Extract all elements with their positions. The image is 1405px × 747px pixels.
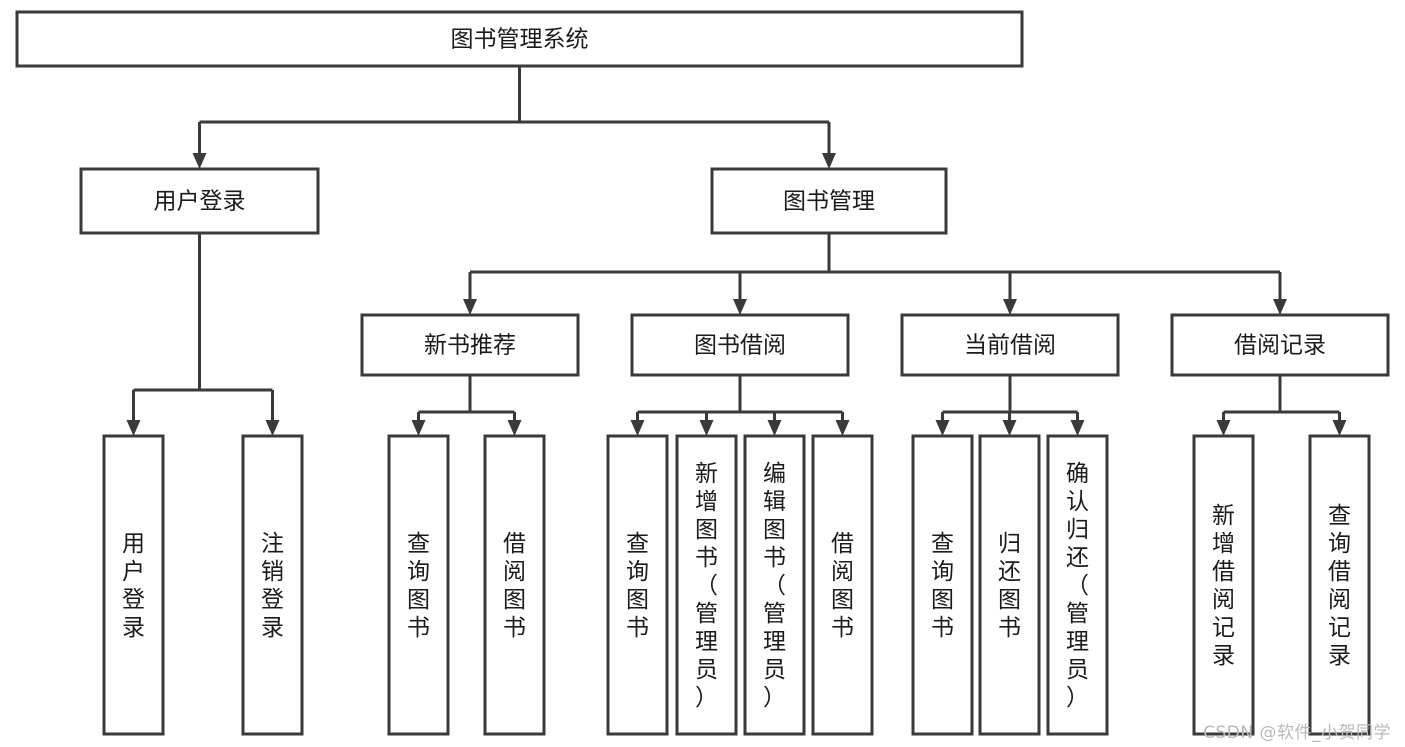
- edge-group-borrow-record: [1216, 375, 1347, 436]
- node-box-new-book-recommend: [360, 313, 580, 377]
- node-box-book-management: [710, 167, 948, 235]
- edge-group-new-book-recommend: [411, 375, 522, 436]
- node-box-leaf-return-book: [978, 434, 1041, 736]
- node-leaf-borrow-book[interactable]: 借阅图书: [811, 434, 874, 736]
- edge-group-current-borrow: [935, 375, 1085, 436]
- node-box-book-borrow: [630, 313, 850, 377]
- edge-group-user-login: [126, 233, 280, 436]
- node-leaf-query-book-borrow[interactable]: 查询图书: [606, 434, 669, 736]
- edge-group-root: [192, 66, 836, 169]
- node-root[interactable]: 图书管理系统: [15, 10, 1024, 68]
- node-label-book-borrow: 图书借阅: [694, 333, 786, 359]
- node-label-leaf-edit-book-admin: 编辑图书（管理员）: [763, 461, 786, 711]
- node-label-leaf-confirm-return-admin: 确认归还（管理员）: [1066, 461, 1089, 711]
- node-label-root: 图书管理系统: [451, 27, 589, 53]
- node-label-leaf-add-book-admin: 新增图书（管理员）: [695, 461, 718, 711]
- edge-group-book-management: [463, 233, 1287, 315]
- node-label-user-login: 用户登录: [154, 189, 246, 215]
- node-box-leaf-add-borrow-record: [1192, 434, 1255, 736]
- node-label-leaf-return-book: 归还图书: [998, 531, 1021, 641]
- node-label-leaf-query-borrow-record: 查询借阅记录: [1328, 503, 1351, 669]
- node-label-leaf-query-book-borrow: 查询图书: [626, 531, 649, 641]
- node-borrow-record[interactable]: 借阅记录: [1170, 313, 1390, 377]
- nodes-layer: 图书管理系统用户登录图书管理新书推荐图书借阅当前借阅借阅记录用户登录注销登录查询…: [15, 10, 1390, 736]
- node-leaf-query-book-recommend[interactable]: 查询图书: [387, 434, 450, 736]
- node-book-management[interactable]: 图书管理: [710, 167, 948, 235]
- node-label-borrow-record: 借阅记录: [1234, 333, 1326, 359]
- node-box-leaf-query-book-current: [911, 434, 974, 736]
- node-new-book-recommend[interactable]: 新书推荐: [360, 313, 580, 377]
- node-label-current-borrow: 当前借阅: [964, 333, 1056, 359]
- node-label-leaf-borrow-book-recommend: 借阅图书: [503, 531, 526, 641]
- node-box-user-login: [79, 167, 320, 235]
- node-book-borrow[interactable]: 图书借阅: [630, 313, 850, 377]
- node-label-new-book-recommend: 新书推荐: [424, 333, 516, 359]
- node-box-borrow-record: [1170, 313, 1390, 377]
- node-leaf-query-book-current[interactable]: 查询图书: [911, 434, 974, 736]
- node-box-root: [15, 10, 1024, 68]
- node-box-leaf-edit-book-admin: [743, 434, 806, 736]
- node-box-leaf-user-login: [102, 434, 165, 736]
- node-box-leaf-logout: [241, 434, 304, 736]
- node-box-leaf-query-book-borrow: [606, 434, 669, 736]
- node-user-login[interactable]: 用户登录: [79, 167, 320, 235]
- edges-layer: [126, 66, 1347, 436]
- node-label-book-management: 图书管理: [783, 189, 875, 215]
- node-label-leaf-add-borrow-record: 新增借阅记录: [1212, 503, 1235, 669]
- node-leaf-query-borrow-record[interactable]: 查询借阅记录: [1308, 434, 1371, 736]
- node-box-leaf-borrow-book-recommend: [483, 434, 546, 736]
- node-leaf-logout[interactable]: 注销登录: [241, 434, 304, 736]
- node-leaf-confirm-return-admin[interactable]: 确认归还（管理员）: [1046, 434, 1109, 736]
- node-box-current-borrow: [900, 313, 1120, 377]
- edge-group-book-borrow: [630, 375, 850, 436]
- node-current-borrow[interactable]: 当前借阅: [900, 313, 1120, 377]
- node-leaf-borrow-book-recommend[interactable]: 借阅图书: [483, 434, 546, 736]
- node-leaf-add-book-admin[interactable]: 新增图书（管理员）: [675, 434, 738, 736]
- node-label-leaf-borrow-book: 借阅图书: [831, 531, 854, 641]
- node-leaf-return-book[interactable]: 归还图书: [978, 434, 1041, 736]
- node-box-leaf-query-book-recommend: [387, 434, 450, 736]
- node-box-leaf-borrow-book: [811, 434, 874, 736]
- node-leaf-add-borrow-record[interactable]: 新增借阅记录: [1192, 434, 1255, 736]
- node-label-leaf-user-login: 用户登录: [122, 531, 145, 641]
- node-leaf-user-login[interactable]: 用户登录: [102, 434, 165, 736]
- node-label-leaf-query-book-current: 查询图书: [931, 531, 954, 641]
- node-label-leaf-query-book-recommend: 查询图书: [407, 531, 430, 641]
- node-box-leaf-add-book-admin: [675, 434, 738, 736]
- node-leaf-edit-book-admin[interactable]: 编辑图书（管理员）: [743, 434, 806, 736]
- node-box-leaf-confirm-return-admin: [1046, 434, 1109, 736]
- node-box-leaf-query-borrow-record: [1308, 434, 1371, 736]
- node-label-leaf-logout: 注销登录: [261, 531, 284, 641]
